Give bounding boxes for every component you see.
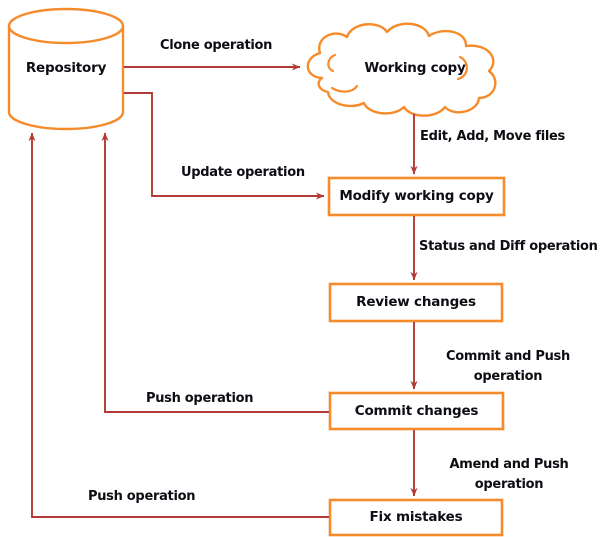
edge-label-edit-add-move-files: Edit, Add, Move files: [420, 129, 565, 144]
node-review-changes-shape: [328, 282, 504, 323]
node-repository-shape: [7, 7, 125, 131]
edge-label-status-and-diff-operation: Status and Diff operation: [419, 239, 598, 254]
node-label-fix-mistakes: Fix mistakes: [369, 509, 463, 525]
edge-label-amend-and-push-line2: operation: [474, 477, 544, 492]
node-label-repository: Repository: [25, 60, 107, 76]
edge-update-arrow: [124, 92, 325, 200]
edge-push-commit-arrow: [101, 132, 329, 413]
node-modify-working-copy-shape: [327, 176, 506, 217]
edge-label-push-operation-commit: Push operation: [146, 391, 254, 406]
node-label-working-copy: Working copy: [364, 60, 466, 76]
edge-push-fix-arrow: [28, 132, 329, 518]
edge-label-update-operation: Update operation: [181, 165, 305, 180]
node-fix-mistakes-shape: [328, 498, 504, 537]
node-working-copy-shape: [306, 22, 497, 117]
edge-label-commit-and-push-operation: Commit and Push operation: [445, 347, 571, 387]
edge-label-commit-and-push-line1: Commit and Push: [446, 349, 570, 364]
node-label-review-changes: Review changes: [356, 294, 476, 310]
node-label-modify-working-copy: Modify working copy: [339, 188, 494, 204]
node-commit-changes-shape: [328, 391, 505, 431]
edge-label-commit-and-push-line2: operation: [473, 369, 543, 384]
edge-label-push-operation-fix: Push operation: [88, 489, 196, 504]
edge-label-amend-and-push-line1: Amend and Push: [449, 457, 569, 472]
node-label-commit-changes: Commit changes: [354, 403, 479, 419]
edge-label-amend-and-push-operation: Amend and Push operation: [447, 455, 571, 495]
edge-label-clone-operation: Clone operation: [160, 38, 273, 53]
